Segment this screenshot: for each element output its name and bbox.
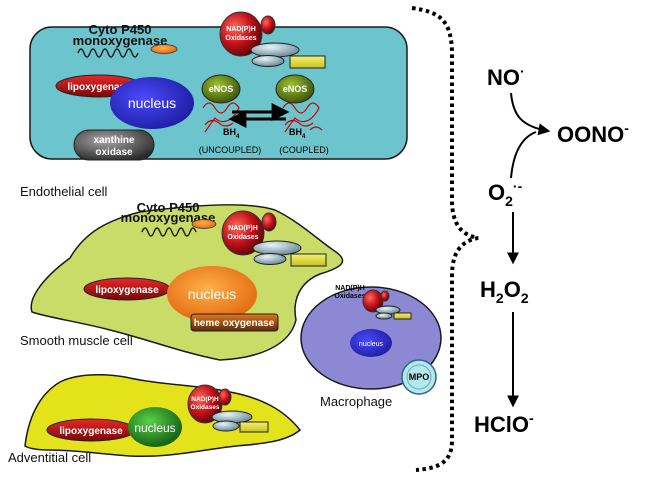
adv-rac-icon [239,421,269,433]
mac-nadph-oxidase-icon [362,289,384,313]
adv-nadph-label-2: Oxidases [191,404,220,411]
adv-nucleus-icon [128,407,182,447]
mac-mpo-ring [406,364,432,390]
smooth-muscle-cell-label: Smooth muscle cell [20,333,133,348]
endo-coupled-label: (COUPLED) [279,145,329,155]
smc-nucleus-icon [167,266,257,322]
endothelial-cell-label: Endothelial cell [20,184,108,199]
mac-mpo-label: MPO [409,372,430,382]
endo-bh4-left-label: BH4 [223,127,240,140]
endo-cyto-p450-label-2: monoxygenase [73,33,168,48]
endo-xanthine-label-2: oxidase [95,147,133,158]
oono-label: OONO- [557,120,629,147]
smc-cyto-p450-label: Cyto P450 [137,200,200,215]
ros-pathway: NO· OONO- O2·- H2O2 HClO- [474,63,629,437]
endo-gp91-icon [250,42,300,58]
endo-enos-right-coil-icon [282,102,323,133]
adventitial-cell-label: Adventitial cell [8,450,91,465]
endo-nadph-label-2: Oxidases [225,35,256,42]
no-to-oono-arrow [510,92,551,136]
adv-lipoxygenase-label: lipoxygenase [59,426,123,437]
endo-p47-icon [260,15,276,35]
endo-uncoupled-label: (UNCOUPLED) [199,145,262,155]
endo-xanthine-oxidase-icon [73,129,155,161]
o2-to-oono-arrow [510,131,537,179]
smc-p22-icon [253,253,287,265]
endo-enos-right-icon [275,74,315,104]
mac-p22-icon [375,312,393,320]
hclo-label: HClO- [474,410,534,437]
smc-lipoxygenase-label: lipoxygenase [95,285,159,296]
smooth-muscle-cell: Cyto P450 monoxygenase NAD(P)H Oxidases … [20,200,344,361]
endo-cyto-p450-icon [150,44,178,54]
adv-p47-icon [218,388,232,406]
endo-cyto-p450-label: Cyto P450 [89,22,152,37]
mac-nucleus-icon [350,329,392,357]
smc-rac-icon [290,253,327,267]
adv-p22-icon [212,420,240,432]
endo-p22-icon [251,55,285,67]
superoxide-label: O2·- [488,178,523,209]
h2o2-label: H2O2 [480,277,529,306]
smc-cyto-p450-icon [191,219,217,229]
endo-er-coil-icon [77,48,139,58]
no-label: NO· [487,63,525,90]
macrophage-label: Macrophage [320,394,392,409]
smc-nadph-label-2: Oxidases [227,234,258,241]
endo-enos-left-label: eNOS [209,84,234,94]
smc-heme-oxygenase-icon [190,313,279,332]
smc-nadph-label: NAD(P)H [228,225,258,232]
endothelial-cell: Cyto P450 monoxygenase NAD(P)H Oxidases … [20,11,408,199]
mac-nadph-label-2: Oxidases [334,293,365,300]
smc-er-coil-icon [141,227,197,237]
endo-lipoxygenase-label: lipoxygenase [67,82,131,93]
smc-p47-icon [261,212,277,232]
adventitial-cell: lipoxygenase nucleus NAD(P)H Oxidases Ad… [8,373,302,465]
endo-nadph-label: NAD(P)H [226,26,256,33]
endo-rac-icon [289,55,326,69]
mac-nadph-label: NAD(P)H [335,285,365,292]
smc-gp91-icon [252,240,302,256]
mac-p47-icon [380,290,390,302]
mac-nucleus-label: nucleus [359,341,384,348]
smc-cyto-p450-label-2: monoxygenase [121,210,216,225]
smc-nucleus-label: nucleus [188,286,236,302]
adv-nadph-label: NAD(P)H [191,396,219,403]
macrophage: NAD(P)H Oxidases nucleus MPO Macrophage [300,285,442,409]
mac-rac-icon [393,312,412,320]
endo-bh4-right-label: BH4 [289,127,306,140]
dotted-bracket [411,6,479,472]
endo-nucleus-label: nucleus [128,95,176,111]
endo-nadph-oxidase-icon [219,11,263,57]
endo-enos-right-label: eNOS [283,84,308,94]
endo-xanthine-label: xanthine [93,135,135,146]
smc-heme-oxygenase-label: heme oxygenase [194,318,275,329]
endo-enos-left-icon [201,74,241,104]
smc-nadph-oxidase-icon [221,210,265,256]
adv-nucleus-label: nucleus [134,421,175,435]
endo-nucleus-icon [110,77,194,129]
